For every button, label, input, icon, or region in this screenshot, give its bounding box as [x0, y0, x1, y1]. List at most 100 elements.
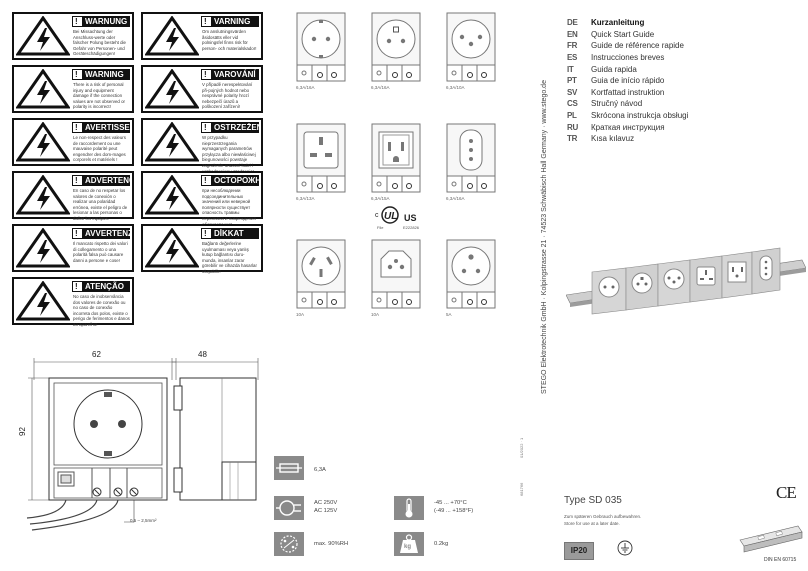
warning-text: No caso de inobservância dos valores de …: [73, 294, 130, 327]
document-date-code: 01/2022 · 1: [519, 437, 524, 458]
socket-variant: 10A: [371, 239, 421, 317]
depth-dimension: 48: [198, 350, 207, 359]
high-voltage-icon: [145, 228, 199, 268]
ul-us-label: US: [404, 213, 417, 223]
warning-text: Om anslutningsvärden åsidosätts eller vi…: [202, 29, 257, 51]
svg-text:c: c: [375, 212, 379, 219]
language-title: Guida rapida: [591, 65, 637, 74]
language-title: Stručný návod: [591, 99, 643, 108]
ul-file-label: File: [377, 225, 384, 230]
weight-icon: [400, 534, 418, 553]
weight-icon-box: kg: [394, 532, 424, 556]
humidity-icon-box: [274, 532, 304, 556]
socket-label: 6,3A/16A: [446, 196, 465, 201]
warning-text: En caso de no respetar los valores de co…: [73, 188, 128, 221]
storage-note-en: Store for use at a later date.: [564, 521, 620, 526]
company-address: STEGO Elektrotechnik GmbH · Kolpingstras…: [541, 80, 548, 394]
language-code: IT: [567, 65, 574, 74]
language-title: Краткая инструкция: [591, 123, 665, 132]
socket-label: 6,3A/16A: [296, 85, 315, 90]
language-title: Instrucciones breves: [591, 53, 665, 62]
language-title: Kurzanleitung: [591, 18, 645, 27]
ul-certification-mark: c UL US File E222826: [375, 205, 435, 233]
warning-panel: VARNING Om anslutningsvärden åsidosätts e…: [141, 12, 263, 60]
storage-note-de: Zum späteren Gebrauch aufbewahren.: [564, 514, 642, 519]
us-socket-icon: [371, 123, 421, 193]
language-item: ES Instrucciones breves: [567, 52, 664, 64]
high-voltage-icon: [16, 175, 70, 215]
high-voltage-icon: [145, 69, 199, 109]
fuse-rating: 6,3A: [314, 467, 326, 473]
brazil-socket-icon: [371, 239, 421, 309]
warning-panel: AVERTISSEMENTLe non-respect des valeurs …: [12, 118, 134, 166]
high-voltage-icon: [16, 281, 70, 321]
voltage-ac-250: AC 250V: [314, 500, 338, 506]
din-rail-icon: [739, 525, 803, 553]
socket-variant: 6,3A/15A: [371, 123, 421, 201]
weight-icon-label: kg: [404, 544, 412, 550]
socket-label: 10A: [371, 312, 380, 317]
warning-title: VAROVÁNÍ: [214, 70, 256, 79]
warning-text: There is a risk of personal injury and e…: [73, 82, 125, 110]
din-standard: DIN EN 60715: [764, 557, 797, 563]
high-voltage-icon: [145, 122, 199, 162]
australian-socket-icon: [296, 239, 346, 309]
warning-text: W przypadku nieprzestrzegania wymaganych…: [202, 135, 256, 174]
temperature-celsius: -45 ... +70°C: [434, 500, 467, 506]
warning-title: WARNING: [85, 70, 124, 79]
french-socket-icon: [371, 12, 421, 82]
uk-socket-icon: [296, 123, 346, 193]
warning-text: Il mancato rispetto dei valori di colleg…: [73, 241, 128, 263]
language-title: Kısa kılavuz: [591, 134, 635, 143]
warning-title: OSTRZEŻENIE: [214, 123, 259, 132]
ip-rating: IP20: [570, 546, 588, 555]
socket-variant: 6,3A/13A: [296, 123, 346, 201]
fuse-icon-box: [274, 456, 304, 480]
high-voltage-icon: [16, 122, 70, 162]
product-type: Type SD 035: [564, 495, 622, 506]
warning-title: ADVERTENCIA: [85, 176, 130, 185]
warning-panel: WARNING There is a risk of personal injur…: [12, 65, 134, 113]
width-dimension: 62: [92, 350, 101, 359]
warning-text: V případě nerespektování při-pojných hod…: [202, 82, 253, 110]
warning-title: VARNING: [214, 17, 251, 26]
ip-rating-badge: IP20: [564, 542, 594, 560]
temperature-icon-box: [394, 496, 424, 520]
ul-file-number: E222826: [403, 225, 420, 230]
warning-title: ОСТОРОЖНО: [214, 176, 259, 185]
language-code: EN: [567, 30, 578, 39]
socket-label: 6,3A/10A: [446, 85, 465, 90]
language-code: FR: [567, 41, 578, 50]
warning-title: AVVERTENZA: [85, 229, 130, 238]
swiss-socket-icon: [446, 12, 496, 82]
thermometer-icon: [405, 498, 413, 518]
language-title: Skrócona instrukcja obsługi: [591, 111, 689, 120]
temperature-fahrenheit: (-49 ... +158°F): [434, 508, 474, 514]
language-code: ES: [567, 53, 578, 62]
high-voltage-icon: [16, 228, 70, 268]
language-code: DE: [567, 18, 578, 27]
ul-logo-icon: c UL: [375, 206, 399, 224]
wire-cross-section: 0,5 – 2,5mm²: [130, 518, 157, 523]
high-voltage-icon: [16, 16, 70, 56]
warning-title: AVERTISSEMENT: [85, 123, 130, 132]
socket-variant: 6,3A/10A: [446, 12, 496, 90]
language-code: PL: [567, 111, 577, 120]
language-title: Kortfattad instruktion: [591, 88, 665, 97]
warning-title: WARNUNG: [85, 17, 128, 26]
language-item: EN Quick Start Guide: [567, 29, 654, 41]
humidity-max: max. 90%RH: [314, 541, 349, 547]
language-title: Quick Start Guide: [591, 30, 655, 39]
voltage-ac-125: AC 125V: [314, 508, 338, 514]
socket-label: 6,3A/16A: [371, 85, 390, 90]
warning-text: при несоблюдении подсоединительных значе…: [202, 188, 256, 227]
language-code: RU: [567, 123, 578, 132]
warning-panel: OSTRZEŻENIE W przypadku nieprzestrzegania…: [141, 118, 263, 174]
